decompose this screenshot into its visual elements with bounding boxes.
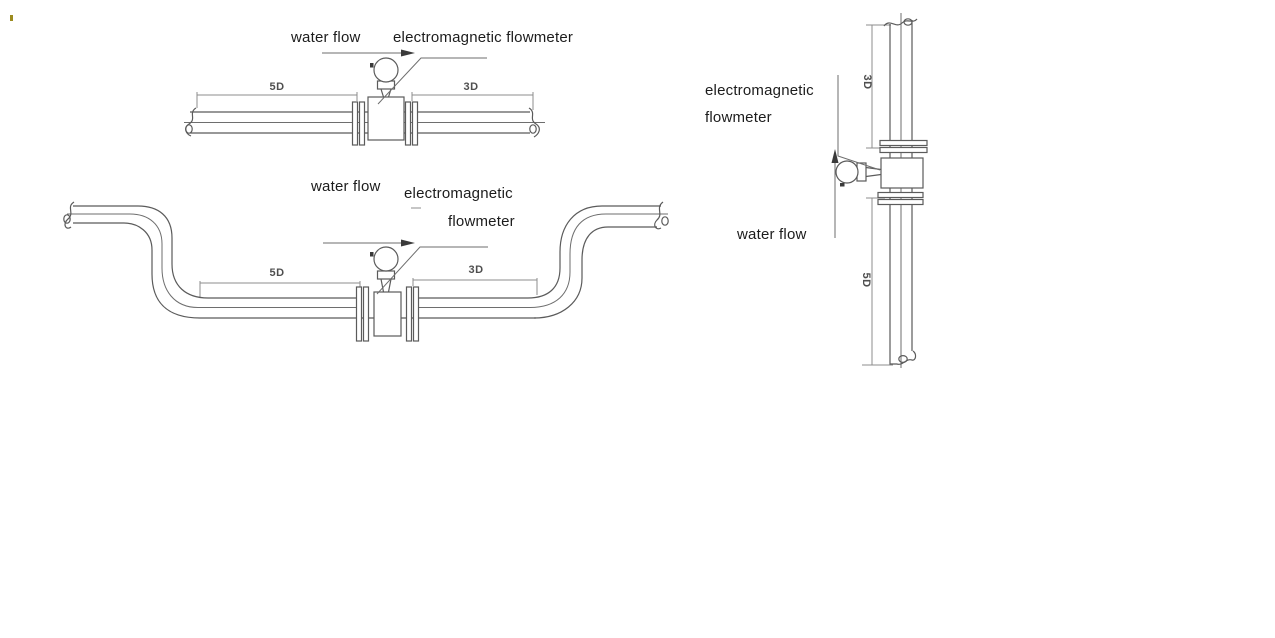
flowmeter-symbol [370,246,402,337]
flowmeter-transmitter-head [373,246,399,272]
flowmeter-label-line1: electromagnetic [705,82,814,99]
downstream-dimension-label: 3D [468,264,484,276]
downstream-dimension-label: 3D [861,74,873,90]
pipe-break-top [883,18,918,27]
flowmeter-leader-line [377,57,487,105]
flanges [355,286,420,342]
dimension-lines [199,207,538,297]
water-flow-label: water flow [737,226,807,243]
flowmeter-body [367,96,405,141]
stray-mark [10,15,13,21]
pipe-break-loop-left [185,124,193,134]
water-flow-label: water flow [291,29,361,46]
water-flow-arrowhead [401,239,415,247]
water-flow-arrowhead [401,49,415,57]
vertical-pipe-diagram [831,13,928,368]
annotations [831,75,881,238]
flowmeter-body [880,157,924,189]
pipe-break-left [64,201,75,229]
annotations [323,239,488,295]
pipe-break-bottom [896,350,917,365]
flowmeter-body [373,291,402,337]
pipe-lines [883,13,918,368]
flanges [351,101,419,146]
flowmeter-leader-line [837,75,881,171]
flowmeter-label-line1: electromagnetic [404,185,513,202]
water-flow-arrowhead [831,149,839,163]
pipe-break-loop-left [63,214,71,224]
flowmeter-transmitter-head [373,57,399,83]
flowmeter-label-line2: flowmeter [705,109,772,126]
flanges [877,139,928,206]
dimension-lines [196,92,534,110]
flowmeter-label: electromagnetic flowmeter [393,29,574,46]
pipe-lines [63,201,669,319]
pipe-break-left [185,107,197,137]
pipe-break-loop-right [529,124,537,134]
upstream-dimension-label: 5D [269,267,285,279]
flowmeter-transmitter-head [835,160,859,184]
flowmeter-label-line2: flowmeter [448,213,515,230]
sbend-pipe-diagram [63,201,669,342]
downstream-dimension-label: 3D [463,81,479,93]
annotations [322,49,487,105]
upstream-dimension-label: 5D [860,272,872,288]
pipe-break-loop-top [903,18,913,26]
pipe-break-right [654,201,664,230]
water-flow-label: water flow [311,178,381,195]
flowmeter-symbol [367,57,405,141]
pipe-break-loop-right [661,216,669,226]
pipe-break-right [528,107,540,138]
flowmeter-leader-line [376,246,488,295]
horizontal-pipe-diagram [184,49,545,146]
flowmeter-symbol [835,157,924,189]
pipe-break-loop-bottom [898,355,908,364]
upstream-dimension-label: 5D [269,81,285,93]
